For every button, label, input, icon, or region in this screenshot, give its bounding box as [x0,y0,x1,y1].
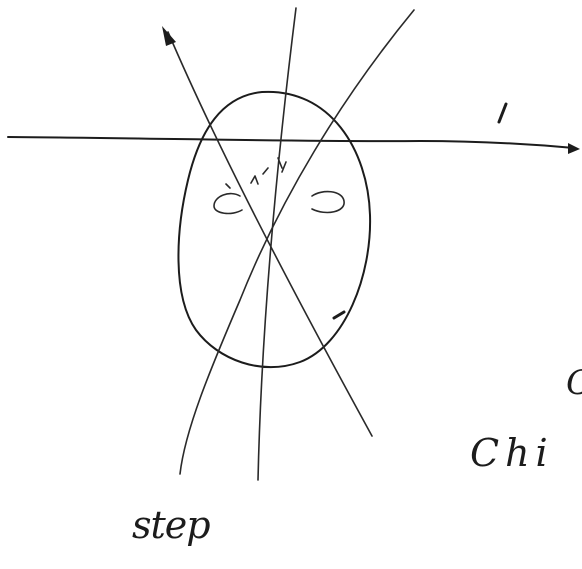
left-eye [214,194,242,214]
right-eye [312,192,344,213]
horizontal-axis-line [8,137,574,148]
brow-strokes [251,158,286,184]
diagonal-line-arrowhead [162,26,176,46]
label-c-fragment: C [566,363,582,403]
face-oval [178,92,370,367]
tick-mark [499,104,506,122]
label-step: step [132,503,210,547]
left-eye-mark [226,184,230,188]
horizontal-axis-arrowhead [568,143,580,154]
label-chi: Chi [470,431,554,475]
edge-mark [334,312,344,318]
curved-line-right-to-left [180,10,414,474]
